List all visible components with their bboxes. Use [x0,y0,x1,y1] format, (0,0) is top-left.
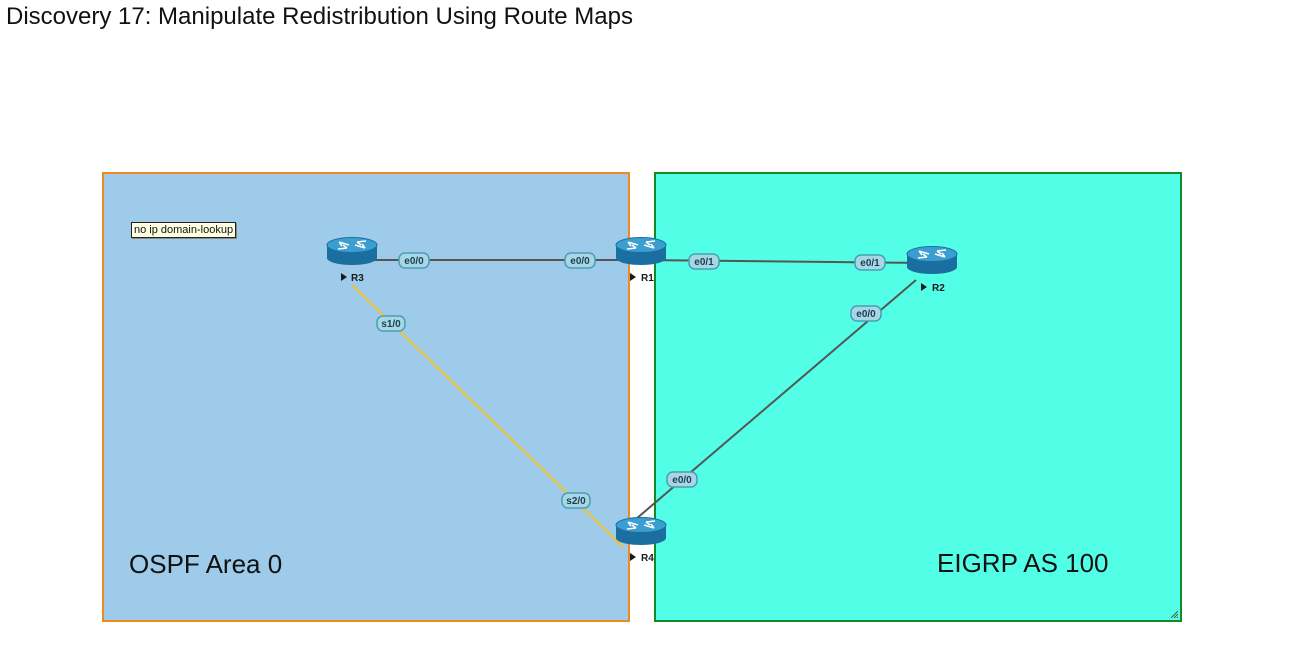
iface-pill-r4-e0-0[interactable]: e0/0 [666,471,698,488]
router-icon [615,516,667,546]
iface-pill-r3-s1-0[interactable]: s1/0 [376,315,406,332]
play-icon [630,273,636,281]
iface-pill-r3-e0-0[interactable]: e0/0 [398,252,430,269]
link-r1-r2[interactable] [640,259,931,264]
iface-label: e0/0 [672,475,692,486]
iface-pill-r1-e0-1[interactable]: e0/1 [688,253,720,270]
play-icon [341,273,347,281]
play-icon [921,283,927,291]
router-name: R4 [641,553,654,564]
router-r4[interactable]: R4 [615,516,667,565]
iface-label: s2/0 [566,496,586,507]
resize-grip-icon[interactable] [1170,610,1178,618]
iface-label: e0/1 [694,257,714,268]
router-name: R1 [641,273,654,284]
play-icon [630,553,636,561]
iface-pill-r1-e0-0[interactable]: e0/0 [564,252,596,269]
router-r2[interactable]: R2 [906,245,958,295]
router-name: R2 [932,283,945,294]
iface-pill-r2-e0-1[interactable]: e0/1 [854,254,886,271]
page-title: Discovery 17: Manipulate Redistribution … [6,3,633,30]
router-r3[interactable]: R3 [326,236,378,285]
iface-pill-r4-s2-0[interactable]: s2/0 [561,492,591,509]
iface-label: e0/0 [404,256,424,267]
router-icon [906,245,958,275]
eigrp-zone-label: EIGRP AS 100 [937,548,1109,578]
router-icon [615,236,667,266]
iface-label: s1/0 [381,319,401,330]
router-icon [326,236,378,266]
iface-label: e0/0 [570,256,590,267]
iface-pill-r2-e0-0[interactable]: e0/0 [850,305,882,322]
eigrp-zone[interactable]: EIGRP AS 100 [654,172,1182,622]
router-name: R3 [351,273,364,284]
router-r1[interactable]: R1 [615,236,667,285]
iface-label: e0/1 [860,258,880,269]
config-note[interactable]: no ip domain-lookup [131,222,237,238]
iface-label: e0/0 [856,309,876,320]
ospf-area-label: OSPF Area 0 [129,549,283,579]
